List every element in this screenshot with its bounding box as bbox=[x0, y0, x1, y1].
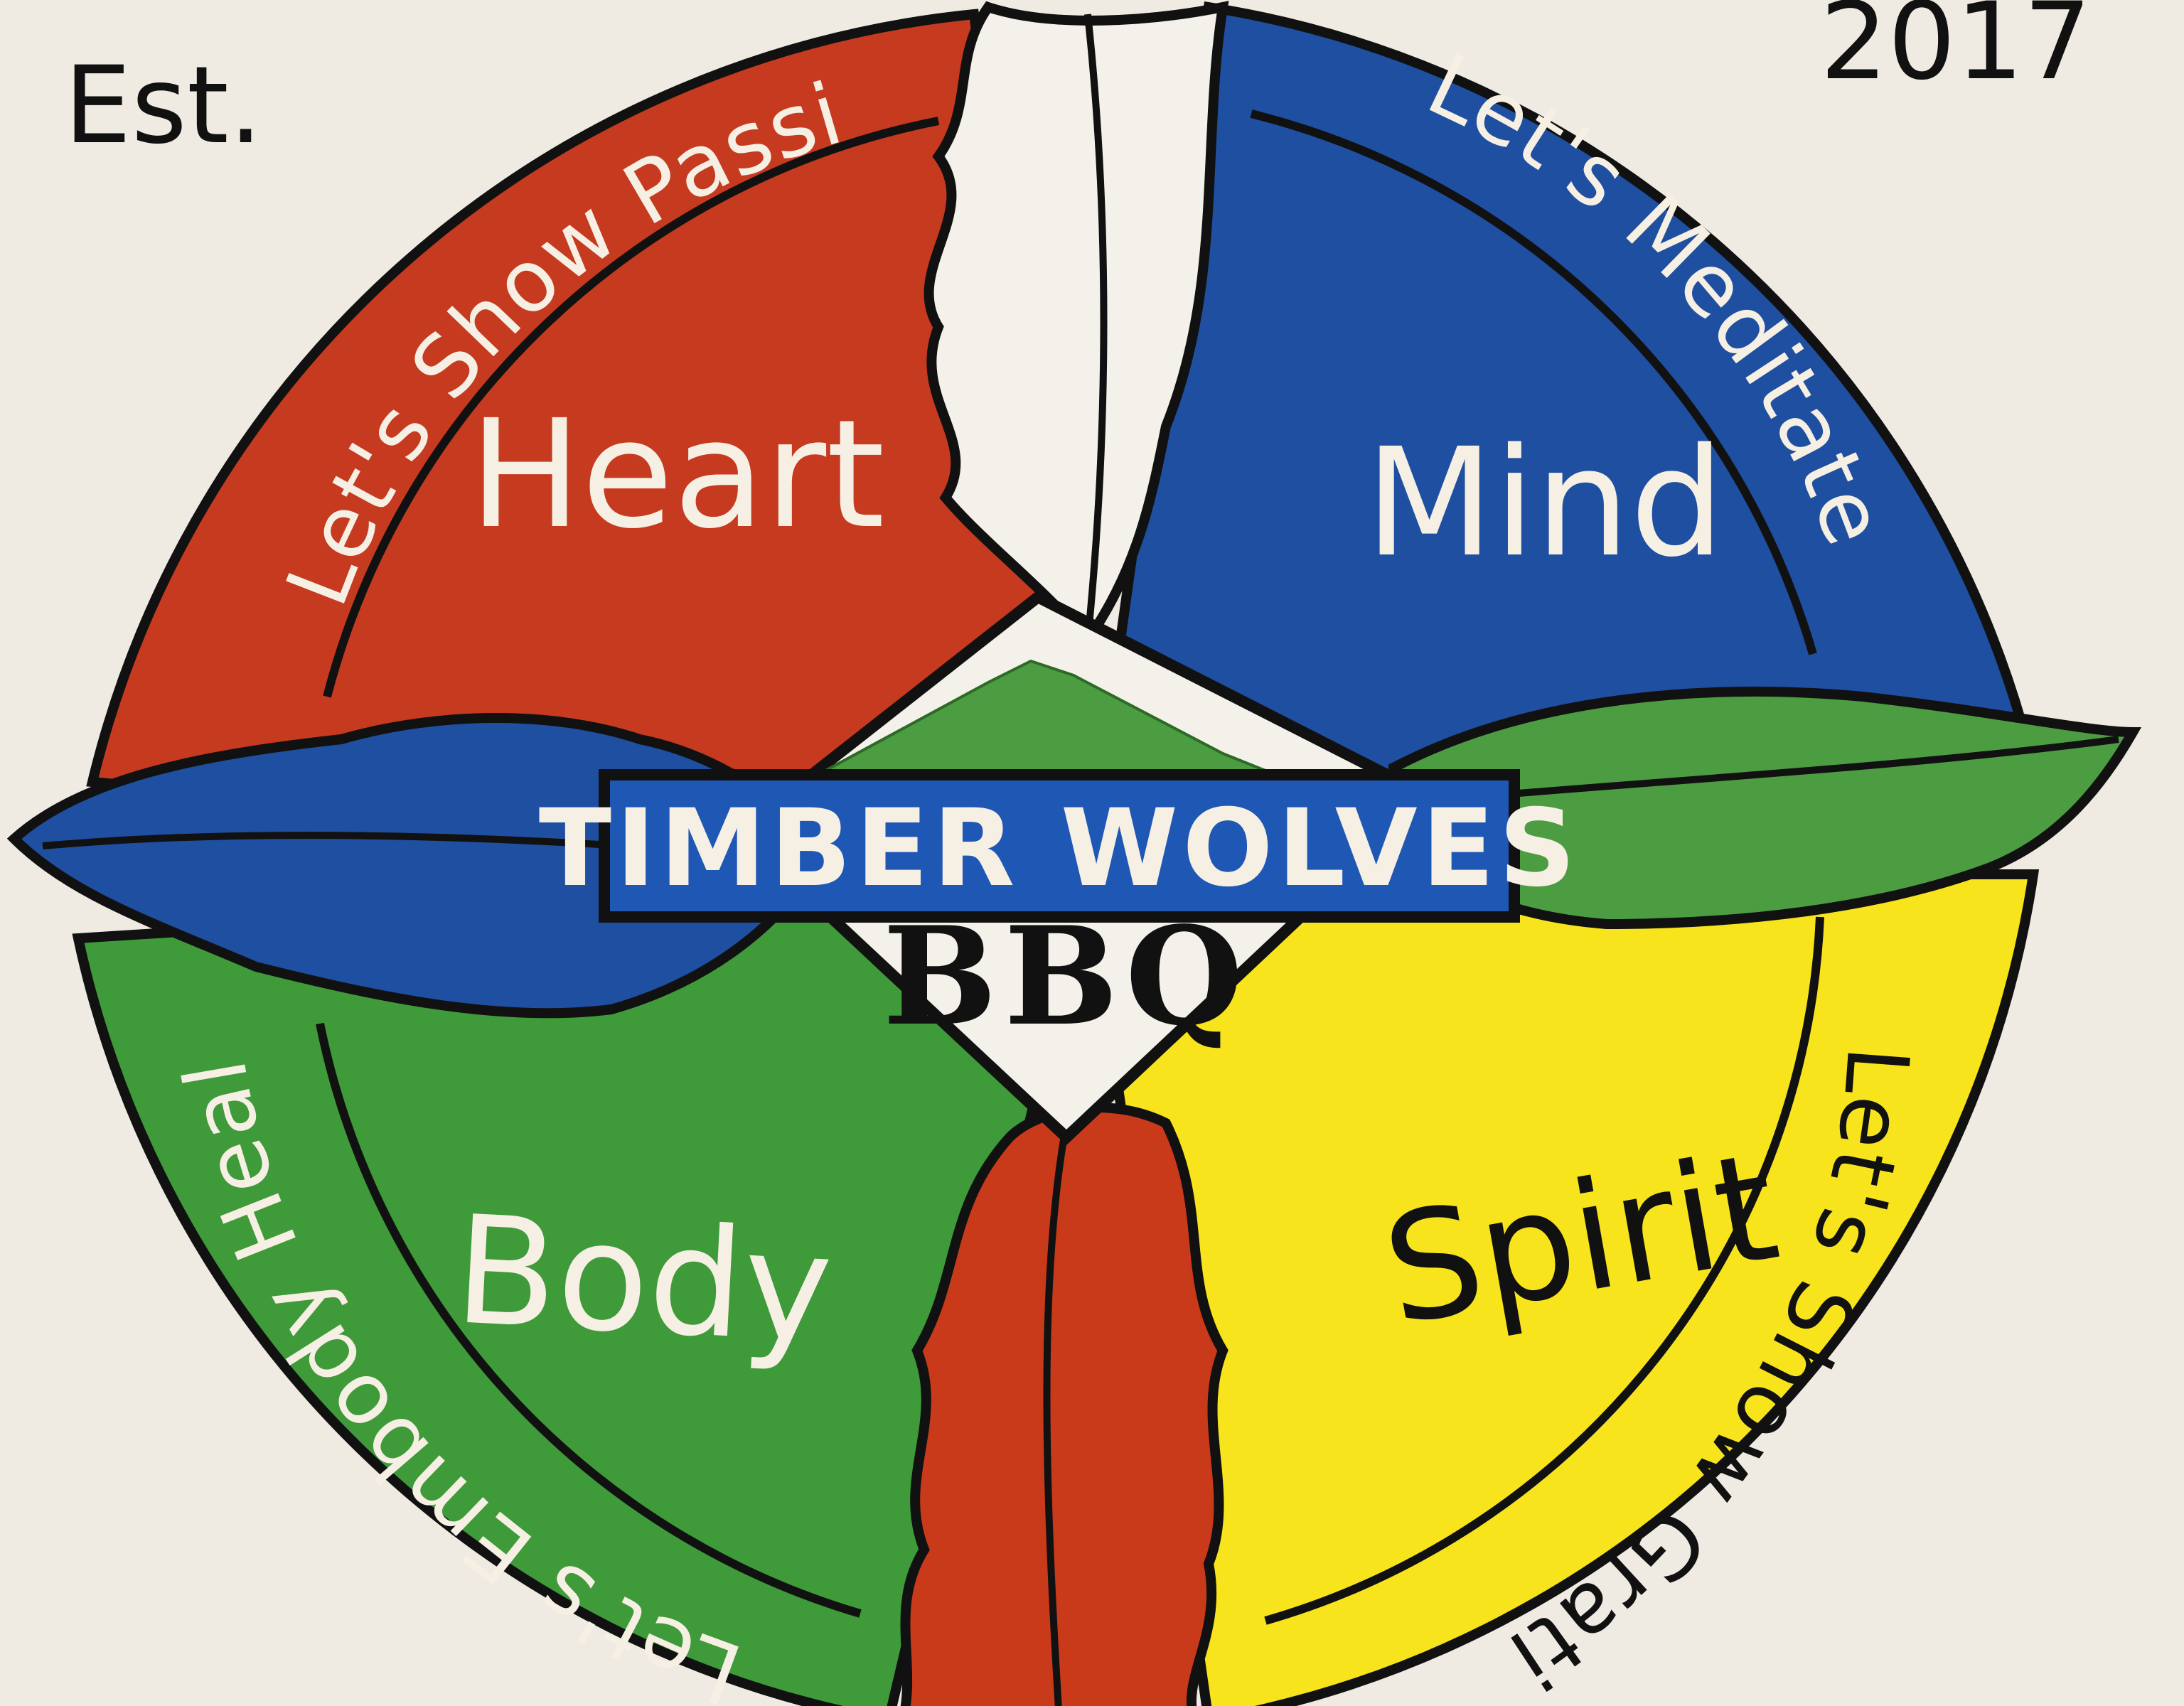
est-label: Est. bbox=[64, 44, 262, 168]
banner-title: TIMBER WOLVES bbox=[539, 787, 1580, 911]
bbq-label: BBQ bbox=[883, 897, 1251, 1056]
mind-inner-ring bbox=[1250, 109, 1817, 655]
heart-title: Heart bbox=[469, 387, 884, 562]
spirit-inner-ring bbox=[1264, 916, 1824, 1625]
mind-title: Mind bbox=[1365, 416, 1725, 590]
red-feather bbox=[900, 1103, 1228, 1706]
heart-inner-ring bbox=[323, 117, 940, 698]
year-label: 2017 bbox=[1820, 0, 2092, 104]
medicine-wheel bbox=[72, 1, 2040, 1706]
body-inner-ring bbox=[316, 1022, 862, 1618]
center-emblem bbox=[599, 590, 1520, 1145]
mind-quadrant bbox=[1081, 1, 2033, 881]
banner-background bbox=[599, 769, 1520, 923]
body-title: Body bbox=[451, 1183, 836, 1376]
